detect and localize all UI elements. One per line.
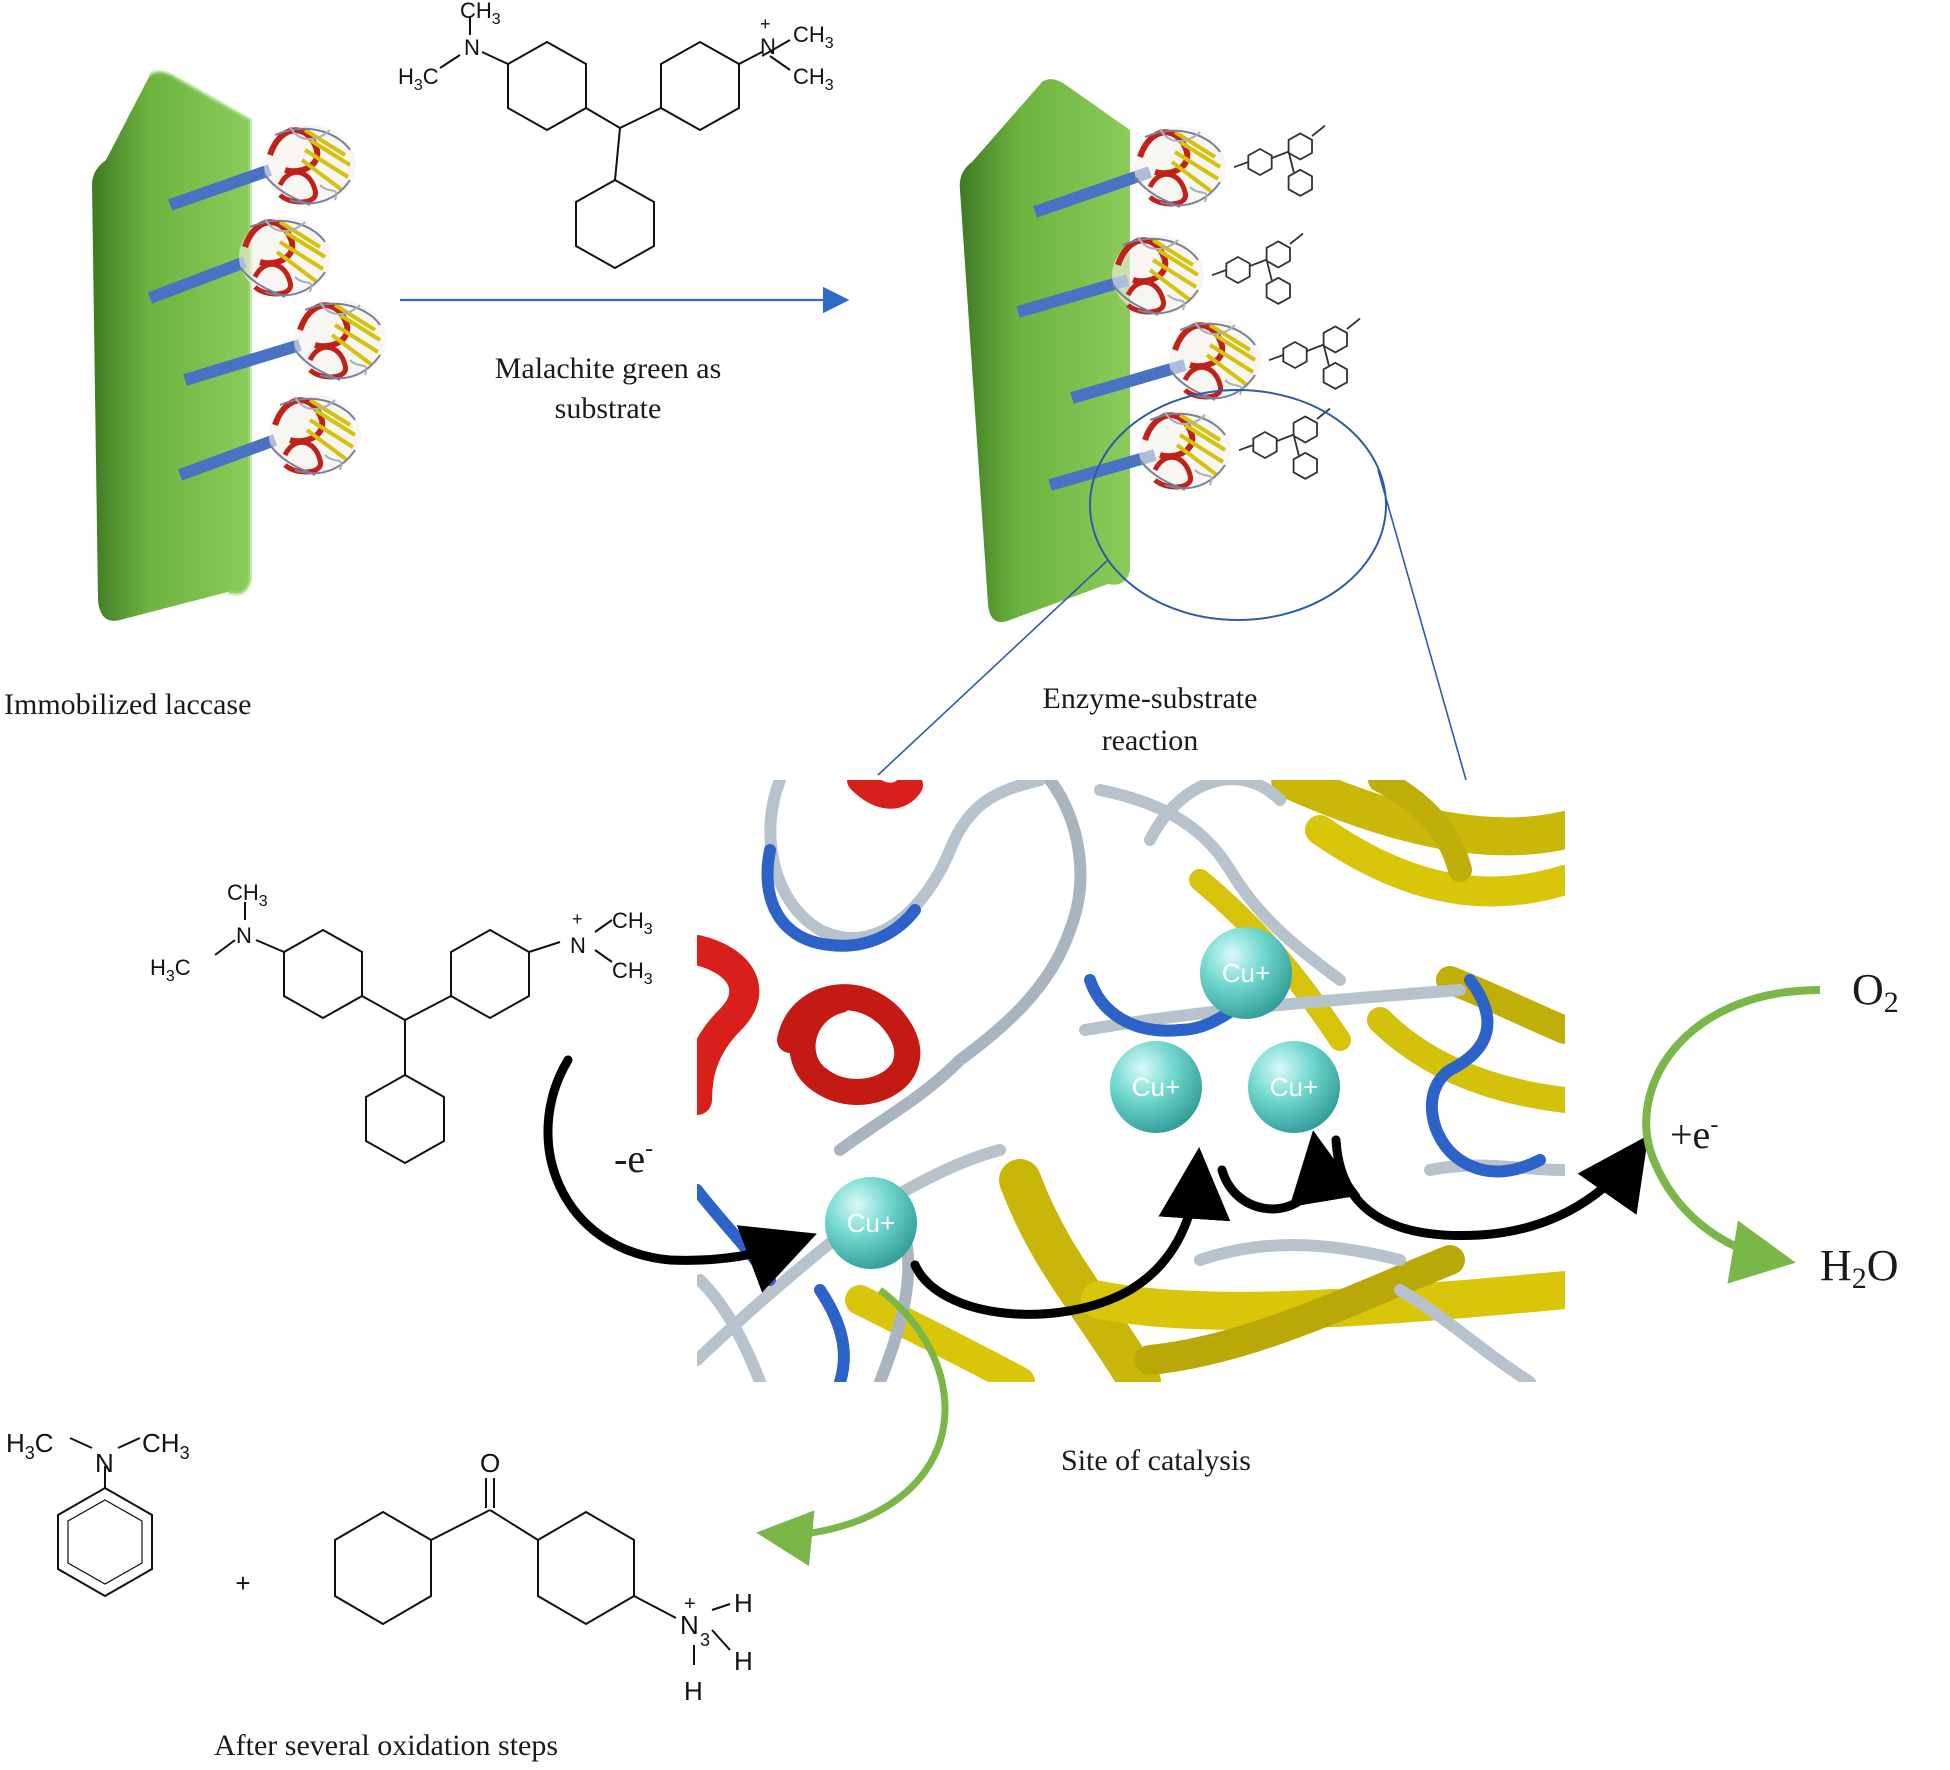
zoom-connector-right bbox=[1377, 469, 1467, 781]
electron-transfer-arrows bbox=[543, 1055, 1649, 1319]
malachite-green-top-labels: CH3 N H3C N + CH3 CH3 bbox=[398, 0, 834, 94]
reaction-label-line1: Enzyme-substrate bbox=[1043, 682, 1258, 715]
immobilized-laccase-plate bbox=[92, 70, 386, 621]
svg-text:+: + bbox=[760, 14, 771, 34]
malachite-green-mid-labels: CH3 N H3C N + CH3 CH3 bbox=[150, 880, 653, 988]
linker-with-laccase bbox=[168, 125, 356, 211]
svg-text:CH3: CH3 bbox=[460, 0, 501, 28]
plus-electron-label: +e- bbox=[1670, 1112, 1718, 1157]
minus-electron-label: -e- bbox=[614, 1136, 653, 1181]
site-of-catalysis-label: Site of catalysis bbox=[1061, 1444, 1251, 1477]
after-oxidation-label: After several oxidation steps bbox=[214, 1729, 558, 1762]
dimethylaniline-labels: H3C N CH3 bbox=[6, 1428, 190, 1478]
arrow-label-line1: Malachite green as bbox=[495, 352, 722, 385]
copper-ion-label: Cu+ bbox=[1132, 1072, 1180, 1102]
svg-text:CH3: CH3 bbox=[142, 1428, 190, 1463]
product-release-arrow bbox=[756, 1287, 949, 1567]
svg-text:CH3: CH3 bbox=[612, 908, 653, 938]
linker-with-laccase-substrate bbox=[1070, 319, 1361, 404]
malachite-green-structure-top bbox=[439, 16, 791, 270]
svg-text:H3C: H3C bbox=[6, 1428, 54, 1463]
arrow-label-line2: substrate bbox=[555, 392, 662, 425]
copper-ion-label: Cu+ bbox=[847, 1208, 895, 1238]
svg-text:N: N bbox=[236, 923, 252, 948]
svg-text:CH3: CH3 bbox=[612, 958, 653, 988]
linker-with-laccase-substrate bbox=[1033, 126, 1326, 218]
copper-ion: Cu+ bbox=[1200, 927, 1292, 1019]
copper-ion: Cu+ bbox=[825, 1177, 917, 1269]
copper-ion-label: Cu+ bbox=[1270, 1072, 1318, 1102]
svg-text:O: O bbox=[480, 1448, 500, 1478]
linker-with-laccase-substrate bbox=[1016, 234, 1304, 315]
oxygen-label: O2 bbox=[1852, 965, 1899, 1019]
svg-text:CH3: CH3 bbox=[227, 880, 268, 910]
linker-with-laccase bbox=[147, 217, 331, 304]
zoom-connector-left bbox=[877, 559, 1109, 776]
reaction-label-line2: reaction bbox=[1102, 724, 1199, 757]
svg-text:H: H bbox=[734, 1646, 753, 1676]
svg-text:+: + bbox=[572, 909, 583, 929]
svg-text:N: N bbox=[570, 933, 586, 958]
copper-ion-label: Cu+ bbox=[1222, 958, 1270, 988]
linker-with-laccase-substrate bbox=[1048, 409, 1331, 490]
svg-text:CH3: CH3 bbox=[793, 22, 834, 52]
linker-with-laccase bbox=[183, 300, 386, 386]
svg-text:N: N bbox=[680, 1610, 699, 1640]
aminobenzophenone-structure bbox=[334, 1478, 731, 1665]
svg-text:H: H bbox=[734, 1588, 753, 1618]
water-label: H2O bbox=[1820, 1241, 1899, 1295]
svg-text:N: N bbox=[760, 34, 776, 59]
oxygen-reduction-arrow bbox=[1642, 986, 1821, 1284]
svg-text:H3C: H3C bbox=[398, 64, 439, 94]
aminobenzophenone-labels: O N + 3 H H H bbox=[480, 1448, 753, 1706]
svg-text:CH3: CH3 bbox=[793, 64, 834, 94]
active-site-render: Cu+ Cu+ Cu+ Cu+ bbox=[697, 780, 1565, 1382]
copper-ion: Cu+ bbox=[1110, 1041, 1202, 1133]
products-plus-sign: + bbox=[235, 1568, 250, 1598]
svg-text:N: N bbox=[95, 1448, 114, 1478]
copper-ion: Cu+ bbox=[1248, 1041, 1340, 1133]
svg-text:3: 3 bbox=[700, 1630, 710, 1650]
zoom-circle bbox=[1089, 389, 1387, 621]
svg-text:H: H bbox=[684, 1676, 703, 1706]
malachite-green-structure-mid bbox=[214, 902, 613, 1165]
svg-text:+: + bbox=[684, 1593, 696, 1615]
svg-text:H3C: H3C bbox=[150, 955, 191, 985]
dimethylaniline-structure bbox=[57, 1437, 153, 1598]
svg-text:N: N bbox=[464, 35, 480, 60]
enzyme-substrate-plate bbox=[959, 79, 1361, 622]
immobilized-laccase-label: Immobilized laccase bbox=[4, 688, 251, 721]
linker-with-laccase bbox=[177, 395, 361, 481]
